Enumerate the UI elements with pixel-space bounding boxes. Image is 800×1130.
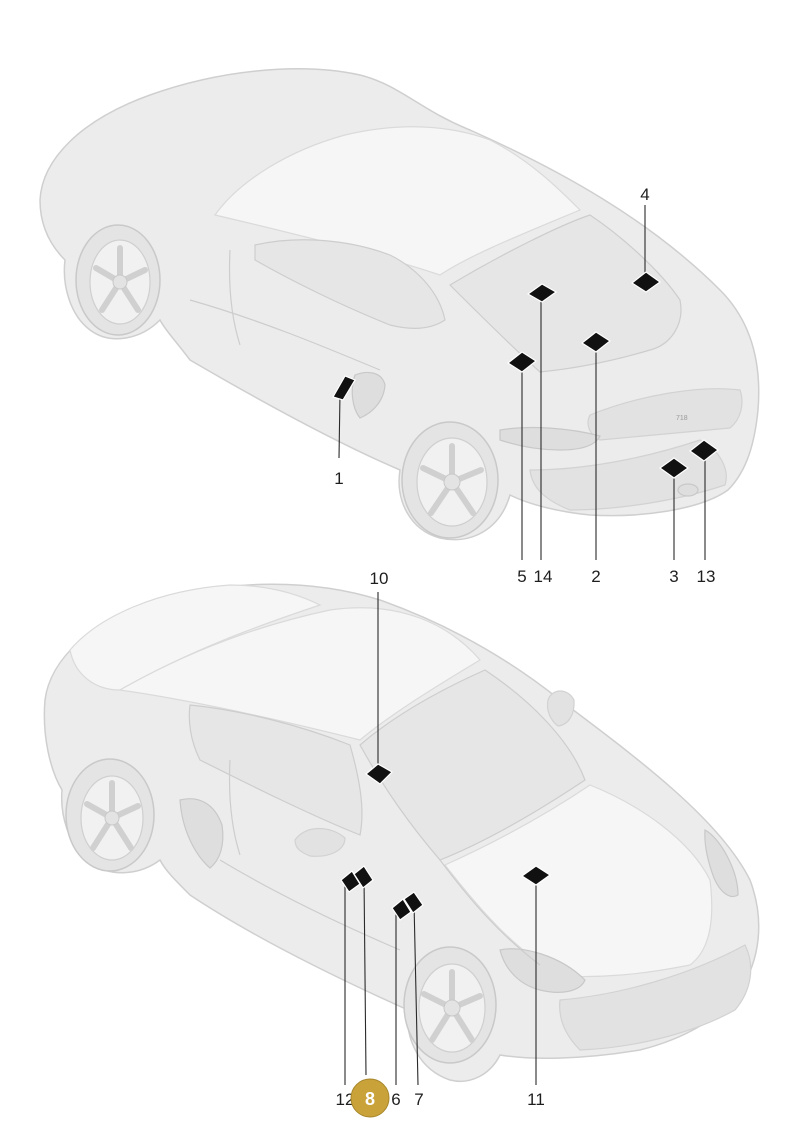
car-rear-badge: 718: [676, 415, 688, 422]
leader-lines: [338, 205, 706, 1086]
car-front-side-window: [188, 704, 363, 836]
callout-3[interactable]: 3: [669, 567, 678, 586]
location-markers: [332, 271, 720, 921]
marker-3: [658, 457, 690, 479]
car-front-windshield: [359, 669, 586, 861]
callout-6[interactable]: 6: [391, 1090, 400, 1109]
marker-5: [506, 351, 538, 373]
car-front-wheel-front: [403, 946, 497, 1064]
callout-11[interactable]: 11: [527, 1090, 545, 1109]
marker-10: [365, 763, 393, 785]
marker-13: [688, 439, 720, 462]
callout-labels: 1 4 5 14 2 3 13 10 11 12 6 7: [334, 185, 715, 1109]
callout-13[interactable]: 13: [697, 567, 716, 586]
callout-4[interactable]: 4: [640, 185, 649, 204]
car-rear-view: 718: [39, 68, 760, 541]
car-front-rear-deck: [69, 584, 322, 691]
callout-2[interactable]: 2: [591, 567, 600, 586]
car-rear-wheel-rear: [401, 421, 499, 539]
marker-1: [332, 375, 356, 401]
callout-8-highlight[interactable]: 8: [350, 1078, 390, 1118]
highlight-circle: [350, 1078, 390, 1118]
car-front-side-intake: [179, 798, 224, 869]
car-front-view: [43, 583, 760, 1082]
callout-8[interactable]: 8: [365, 1089, 375, 1109]
car-rear-bumper: [529, 439, 727, 511]
car-rear-side-intake: [351, 371, 386, 419]
callout-7[interactable]: 7: [414, 1090, 423, 1109]
callout-12[interactable]: 12: [336, 1090, 355, 1109]
callout-10[interactable]: 10: [370, 569, 389, 588]
marker-7: [403, 891, 424, 914]
car-front-headlight-right: [704, 829, 739, 898]
car-rear-side-window: [254, 239, 446, 329]
callout-5[interactable]: 5: [517, 567, 526, 586]
car-front-roof: [118, 607, 481, 741]
car-front-mirror-right: [546, 690, 575, 727]
car-front-headlight-left: [499, 948, 586, 993]
car-rear-wheel-front: [75, 224, 161, 336]
marker-11: [520, 865, 552, 886]
marker-6: [391, 898, 412, 921]
car-rear-taillight: [499, 426, 601, 451]
callout-14[interactable]: 14: [534, 567, 553, 586]
car-rear-exhaust: [677, 483, 699, 497]
marker-2: [580, 331, 612, 353]
car-front-bumper: [559, 944, 752, 1051]
marker-14: [526, 283, 558, 303]
marker-4: [630, 271, 662, 293]
marker-8: [353, 865, 374, 889]
car-front-wheel-rear: [65, 758, 155, 872]
car-front-mirror-left: [294, 827, 346, 857]
callout-1[interactable]: 1: [334, 469, 343, 488]
